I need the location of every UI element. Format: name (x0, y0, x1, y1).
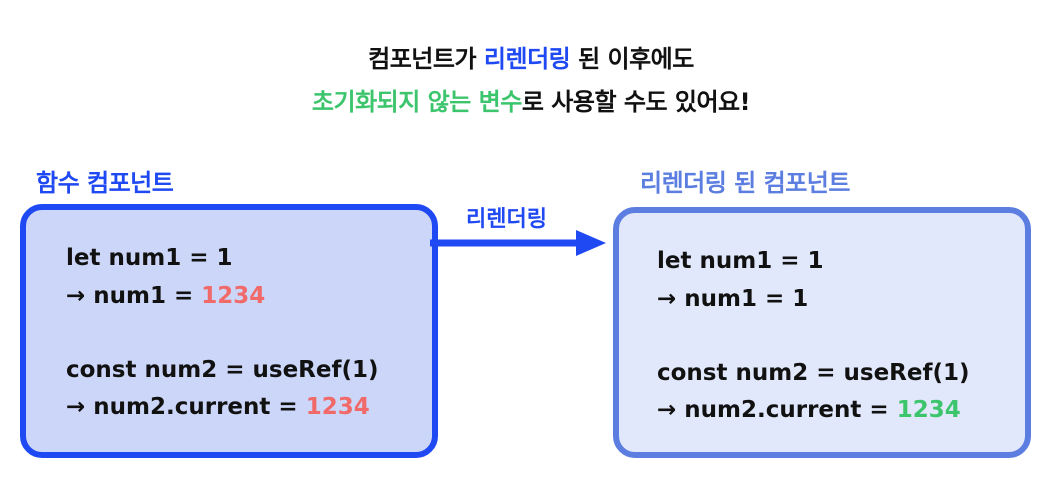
title-highlight-rerender: 리렌더링 (483, 45, 571, 73)
title-line-1-text-a: 컴포넌트가 (368, 45, 484, 73)
rerendered-component-box: let num1 = 1 → num1 = 1 const num2 = use… (613, 207, 1031, 458)
rerendered-component-label: 리렌더링 된 컴포넌트 (640, 169, 850, 197)
right-code-line-4-prefix: → num2.current = (657, 397, 897, 423)
right-code-line-2-prefix: → num1 = (657, 286, 793, 312)
right-code-line-3: const num2 = useRef(1) (657, 360, 970, 386)
rerender-arrow-label: 리렌더링 (466, 207, 547, 232)
right-code-line-4: → num2.current = 1234 (657, 395, 961, 425)
right-num1-value: 1 (792, 286, 809, 312)
right-code-line-2: → num1 = 1 (657, 284, 808, 314)
left-num1-value: 1234 (201, 283, 266, 309)
left-code-line-4-prefix: → num2.current = (66, 394, 306, 420)
function-component-label: 함수 컴포넌트 (36, 169, 174, 197)
left-code-line-2: → num1 = 1234 (66, 281, 265, 311)
title-line-1-text-b: 된 이후에도 (570, 45, 694, 73)
left-code-line-2-prefix: → num1 = (66, 283, 202, 309)
title-line-2-text-b: 로 사용할 수도 있어요! (521, 88, 751, 116)
left-code-line-4: → num2.current = 1234 (66, 392, 370, 422)
function-component-box: let num1 = 1 → num1 = 1234 const num2 = … (20, 204, 438, 458)
title-line-2: 초기화되지 않는 변수로 사용할 수도 있어요! (0, 87, 1062, 117)
right-num2-value: 1234 (896, 397, 961, 423)
left-code-line-3: const num2 = useRef(1) (66, 357, 379, 383)
left-code-line-1: let num1 = 1 (66, 245, 233, 271)
title-highlight-variable: 초기화되지 않는 변수 (311, 88, 522, 116)
rerender-arrow-icon (430, 230, 606, 256)
left-num2-value: 1234 (305, 394, 370, 420)
title-line-1: 컴포넌트가 리렌더링 된 이후에도 (0, 44, 1062, 74)
right-code-line-1: let num1 = 1 (657, 248, 824, 274)
